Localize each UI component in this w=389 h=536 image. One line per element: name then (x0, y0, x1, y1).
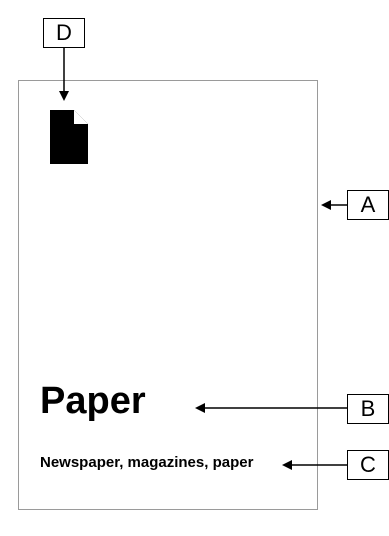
callout-c: C (347, 450, 389, 480)
arrow-a-head (321, 200, 331, 210)
callout-b: B (347, 394, 389, 424)
callout-a: A (347, 190, 389, 220)
card-title: Paper (40, 380, 146, 422)
document-icon (50, 110, 88, 164)
callout-d: D (43, 18, 85, 48)
card-subtitle: Newspaper, magazines, paper (40, 454, 254, 471)
